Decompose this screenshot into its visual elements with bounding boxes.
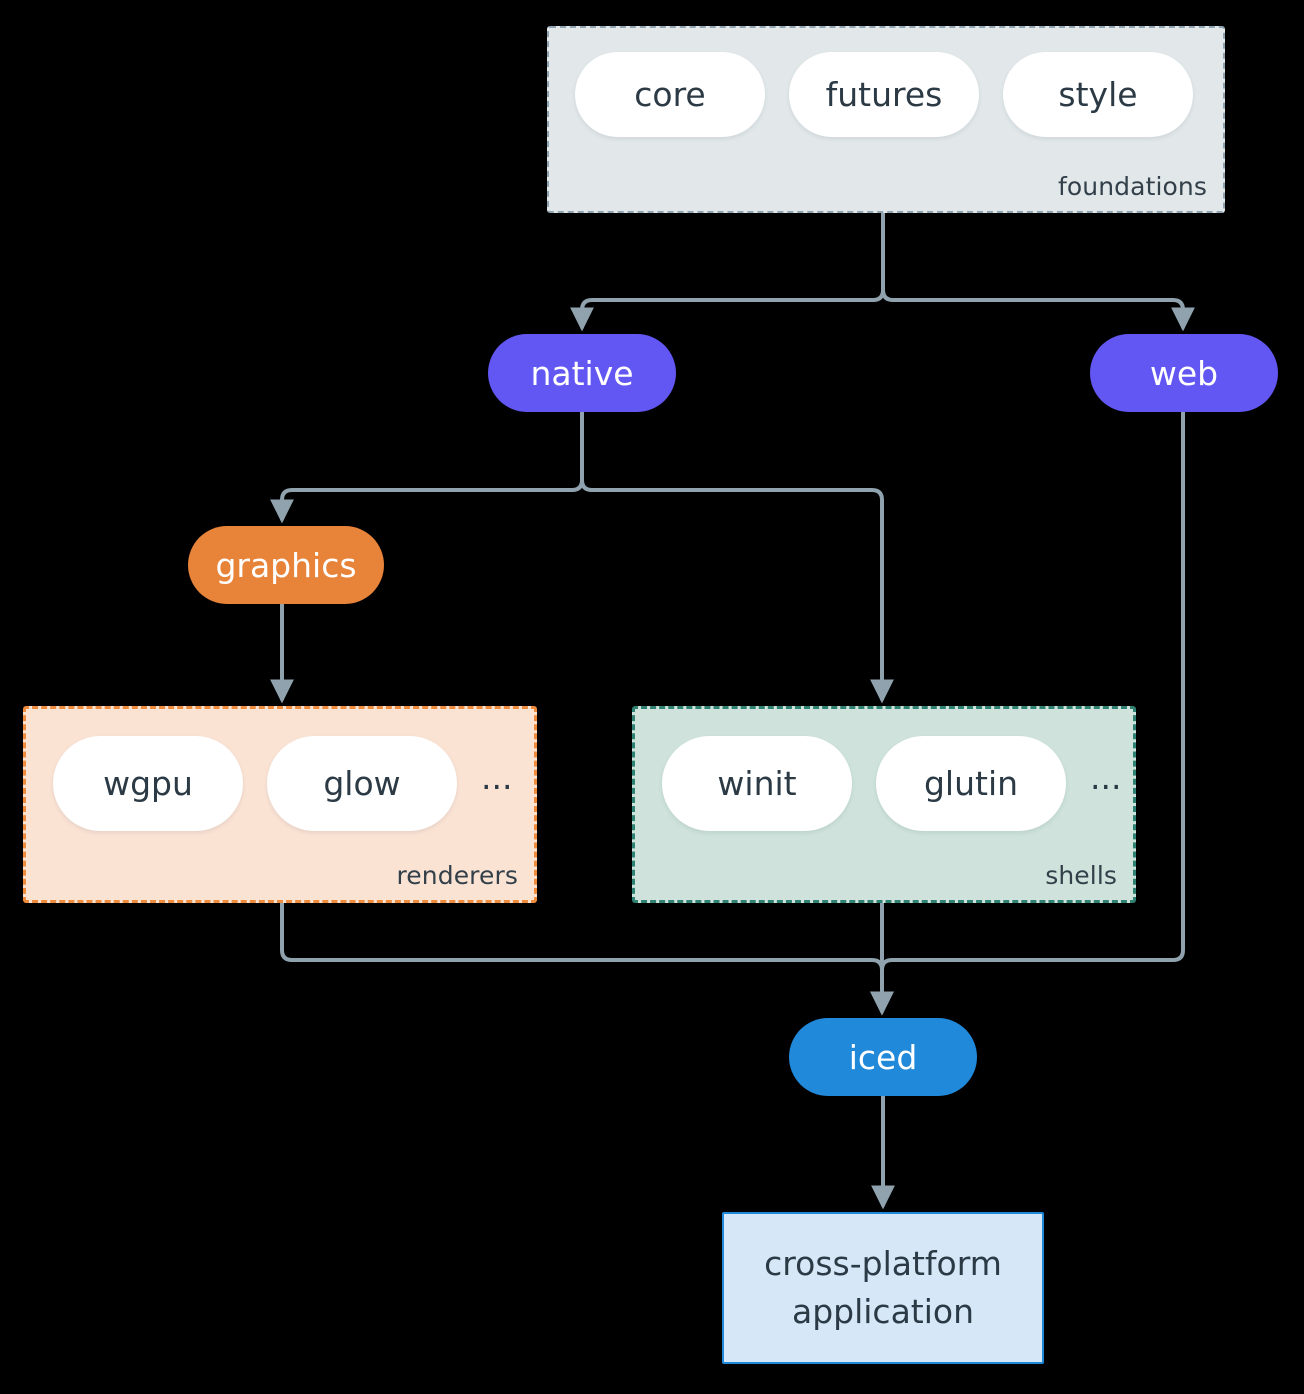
pill-style[interactable]: style: [1003, 52, 1193, 137]
edge-native-shells: [580, 410, 894, 704]
group-label-shells: shells: [1045, 861, 1117, 890]
application-line-1: cross-platform: [764, 1244, 1002, 1284]
pill-winit[interactable]: winit: [662, 736, 852, 831]
group-foundations: core futures style foundations: [547, 26, 1225, 213]
pill-glutin[interactable]: glutin: [876, 736, 1066, 831]
pill-core[interactable]: core: [575, 52, 765, 137]
renderers-items: wgpu glow ...: [53, 736, 512, 831]
foundations-items: core futures style: [575, 52, 1193, 137]
group-label-renderers: renderers: [396, 861, 518, 890]
node-native[interactable]: native: [488, 334, 676, 412]
edge-renderers-iced: [280, 901, 894, 1016]
node-graphics[interactable]: graphics: [188, 526, 384, 604]
shells-items: winit glutin ...: [662, 736, 1121, 831]
pill-futures[interactable]: futures: [789, 52, 979, 137]
edge-native-graphics: [270, 410, 584, 524]
node-iced[interactable]: iced: [789, 1018, 977, 1096]
pill-wgpu[interactable]: wgpu: [53, 736, 243, 831]
group-label-foundations: foundations: [1058, 172, 1207, 201]
group-shells: winit glutin ... shells: [632, 706, 1136, 903]
application-line-2: application: [791, 1292, 975, 1331]
node-cross-platform-application[interactable]: cross-platform application: [722, 1212, 1044, 1364]
edge-foundations-web: [881, 211, 1195, 332]
shells-more-ellipsis: ...: [1090, 758, 1122, 797]
group-renderers: wgpu glow ... renderers: [23, 706, 537, 903]
node-web[interactable]: web: [1090, 334, 1278, 412]
renderers-more-ellipsis: ...: [481, 758, 513, 797]
edge-foundations-native: [570, 211, 885, 332]
pill-glow[interactable]: glow: [267, 736, 457, 831]
